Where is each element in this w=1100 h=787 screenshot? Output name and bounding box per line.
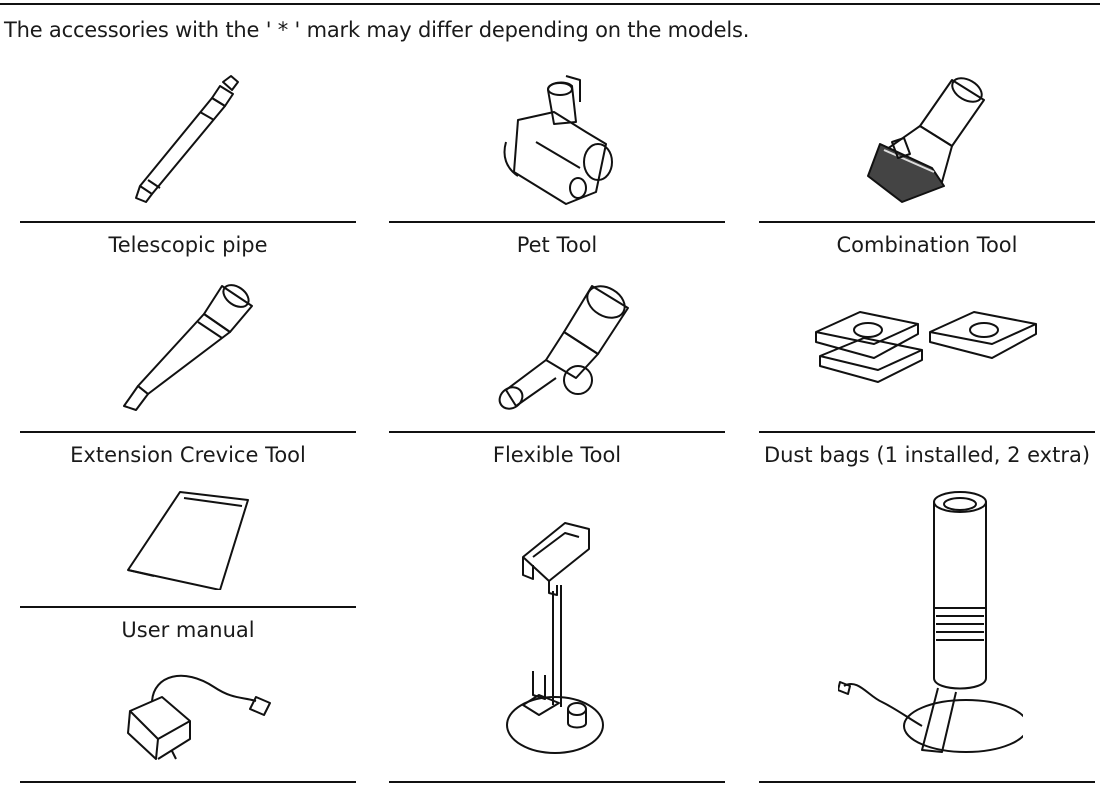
- divider-rule: [20, 781, 356, 783]
- divider-rule: [389, 781, 725, 783]
- divider-rule: [759, 781, 1095, 783]
- user-manual-icon: [124, 490, 254, 590]
- divider-rule: [389, 431, 725, 433]
- flexible-tool-icon: [486, 282, 636, 417]
- accessory-label-user-manual: User manual: [121, 618, 255, 642]
- pet-tool-icon: [496, 72, 621, 212]
- accessory-label-flexible-tool: Flexible Tool: [492, 443, 622, 467]
- charger-adapter-icon: [124, 667, 274, 762]
- accessory-label-combination-tool: Combination Tool: [836, 233, 1018, 257]
- top-rule: [0, 3, 1100, 5]
- accessory-label-pet-tool: Pet Tool: [516, 233, 598, 257]
- accessory-label-extension-crevice-tool: Extension Crevice Tool: [70, 443, 306, 467]
- clean-station-icon: [838, 488, 1023, 756]
- accessory-label-telescopic-pipe: Telescopic pipe: [108, 233, 268, 257]
- divider-rule: [20, 221, 356, 223]
- divider-rule: [759, 221, 1095, 223]
- divider-rule: [389, 221, 725, 223]
- accessory-label-dust-bags: Dust bags (1 installed, 2 extra): [763, 443, 1091, 467]
- accessories-note: The accessories with the ' * ' mark may …: [4, 18, 750, 42]
- extension-crevice-tool-icon: [118, 282, 258, 417]
- divider-rule: [20, 606, 356, 608]
- divider-rule: [759, 431, 1095, 433]
- dust-bags-icon: [812, 298, 1042, 398]
- combination-tool-icon: [862, 72, 992, 212]
- telescopic-pipe-icon: [128, 72, 248, 207]
- tool-holder-icon: [505, 515, 615, 760]
- divider-rule: [20, 431, 356, 433]
